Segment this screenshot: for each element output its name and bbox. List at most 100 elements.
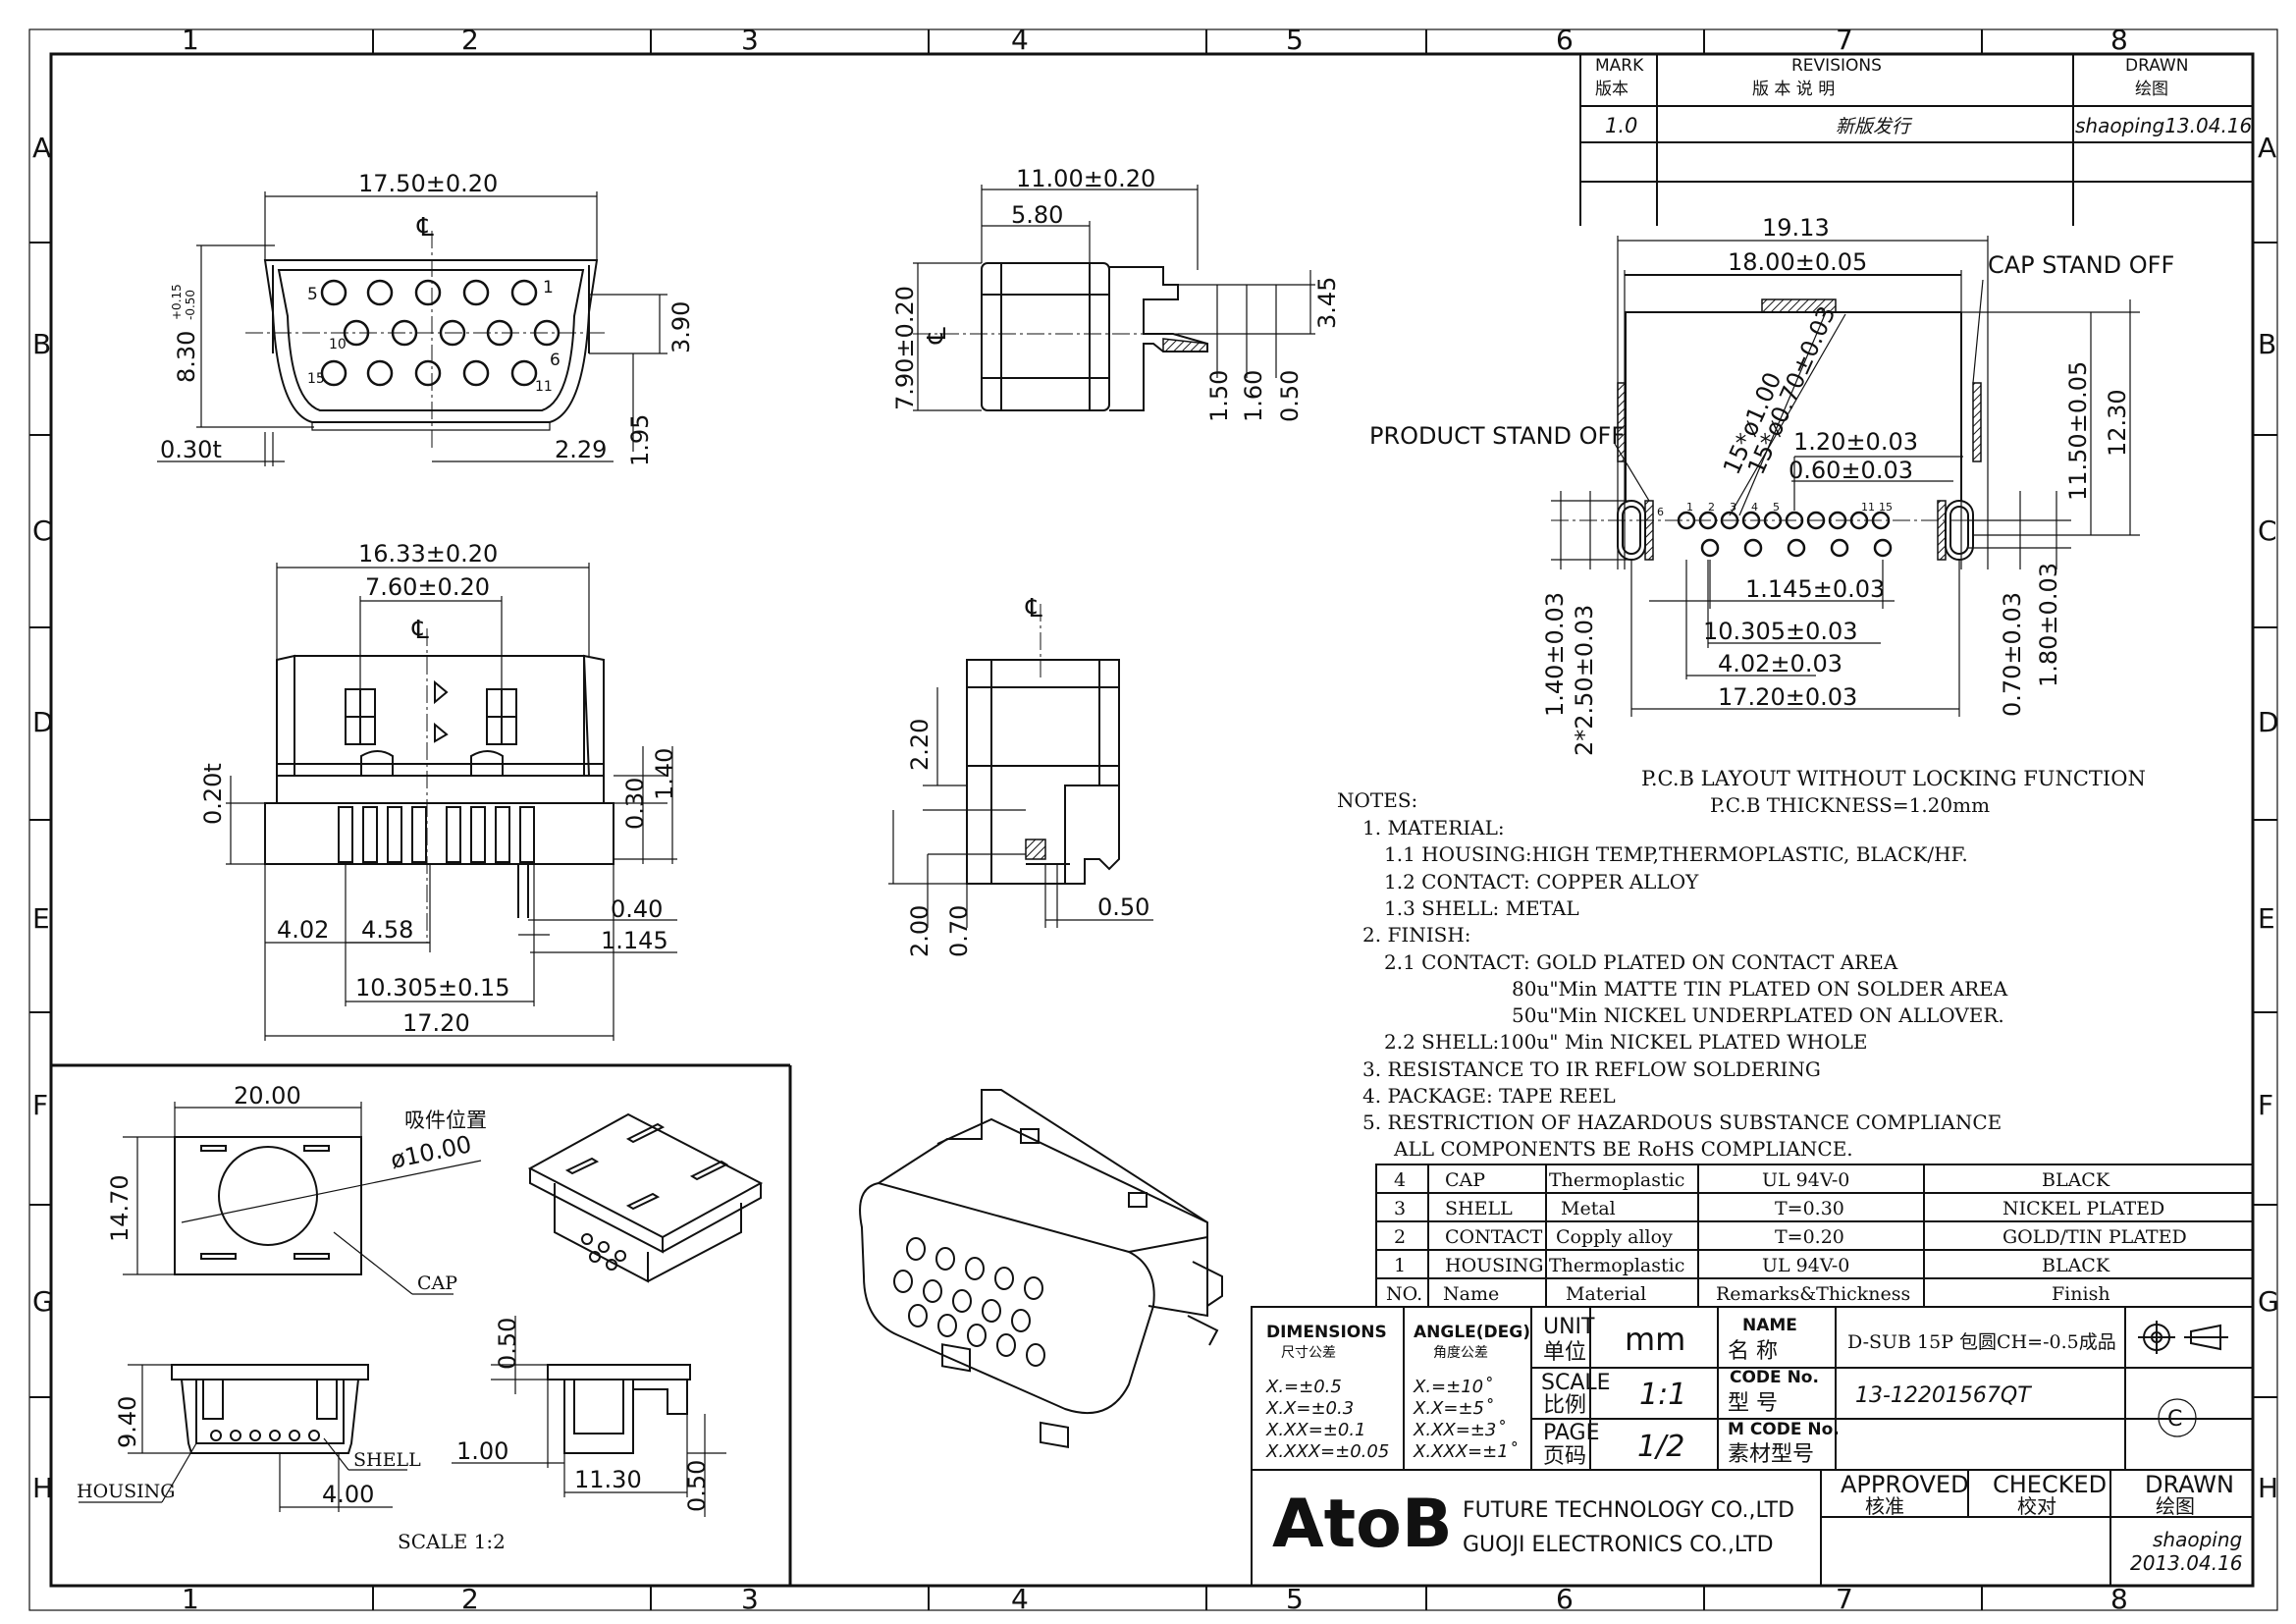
pcb-dim-11-50: 11.50±0.05 [2064,361,2092,501]
svg-text:CHECKED: CHECKED [1993,1471,2107,1498]
col-label: 6 [1556,1583,1574,1615]
rev-header-drawn: DRAWN [2125,56,2188,76]
svg-text:ANGLE(DEG): ANGLE(DEG) [1414,1323,1530,1342]
dim-10-305: 10.305±0.15 [355,974,510,1001]
pcb-dim-1-80: 1.80±0.03 [2035,563,2062,687]
svg-text:Remarks&Thickness: Remarks&Thickness [1716,1283,1910,1305]
svg-text:UL 94V-0: UL 94V-0 [1762,1255,1849,1276]
dim-4-58: 4.58 [361,916,413,944]
centerline-symbol: ℄ [416,213,434,243]
svg-text:11: 11 [1861,501,1875,514]
rev-description: 新版发行 [1836,116,1913,137]
row-label: B [2258,328,2276,360]
svg-text:页码: 页码 [1543,1444,1586,1469]
svg-text:+0.15: +0.15 [170,284,184,320]
pcb-dim-19-13: 19.13 [1762,214,1830,242]
product-stand-off-label: PRODUCT STAND OFF [1369,422,1625,450]
svg-text:CAP: CAP [1445,1169,1485,1191]
svg-text:核准: 核准 [1865,1494,1904,1518]
pin-holes [320,279,561,387]
row-label: G [32,1285,54,1318]
svg-text:1.3 SHELL: METAL: 1.3 SHELL: METAL [1384,896,1579,920]
svg-text:X.XX=±3˚: X.XX=±3˚ [1413,1420,1505,1440]
svg-text:PAGE: PAGE [1543,1421,1599,1445]
dim-offset: 2.29 [555,436,607,463]
svg-text:UNIT: UNIT [1543,1315,1595,1339]
side-view: ℄ 11.00±0.20 5.80 7.90±0.20 3.45 1.50 1.… [891,165,1341,422]
svg-text:℄: ℄ [1025,594,1042,623]
drawn-by: shaoping [2153,1528,2242,1551]
svg-text:C: C [2167,1407,2182,1432]
dim-2-20: 2.20 [906,719,934,771]
svg-text:Metal: Metal [1561,1198,1616,1219]
svg-text:NO.: NO. [1386,1283,1422,1305]
svg-text:型 号: 型 号 [1728,1391,1778,1416]
packaging-view: 20.00 14.70 吸件位置 ø10.00 CAP [51,1063,792,1586]
svg-text:X.XXX=±1˚: X.XXX=±1˚ [1413,1441,1518,1462]
svg-text:5: 5 [307,285,318,304]
unit-value: mm [1625,1321,1685,1358]
iso-pin-holes [893,1237,1045,1367]
svg-text:DIMENSIONS: DIMENSIONS [1266,1323,1387,1342]
pcb-layout: 19.13 18.00±0.05 CAP STAND OFF 11.50±0.0… [1369,214,2174,817]
col-label: 7 [1836,1583,1853,1615]
dim-2-00: 2.00 [906,905,934,957]
dim-inner-width: 7.60±0.20 [365,573,490,601]
svg-text:4. PACKAGE: TAPE REEL: 4. PACKAGE: TAPE REEL [1362,1084,1616,1108]
dim-body-width: 16.33±0.20 [358,540,498,568]
svg-text:2. FINISH:: 2. FINISH: [1362,923,1471,947]
svg-text:5: 5 [1773,501,1780,514]
housing-label: HOUSING [77,1481,175,1502]
svg-text:素材型号: 素材型号 [1728,1442,1814,1467]
svg-text:1. MATERIAL:: 1. MATERIAL: [1362,816,1505,839]
dim-depth: 11.00±0.20 [1016,165,1155,192]
rev-drawn: shaoping13.04.16 [2075,114,2252,137]
row-label: C [32,514,52,547]
dim-1-145: 1.145 [601,927,668,954]
notes-title: NOTES: [1337,788,1417,812]
svg-text:1.1 HOUSING:HIGH TEMP,THERMOPL: 1.1 HOUSING:HIGH TEMP,THERMOPLASTIC, BLA… [1384,842,1968,866]
col-label: 3 [741,1583,759,1615]
svg-text:1: 1 [543,278,554,298]
svg-text:绘图: 绘图 [2156,1494,2195,1518]
col-label: 5 [1286,1583,1304,1615]
pcb-dim-1-145: 1.145±0.03 [1745,575,1885,603]
svg-text:2.2 SHELL:100u" Min NICKEL PLA: 2.2 SHELL:100u" Min NICKEL PLATED WHOLE [1384,1030,1868,1054]
pcb-dim-2-50: 2*2.50±0.03 [1571,605,1598,756]
svg-text:比例: 比例 [1543,1393,1586,1418]
isometric-view [859,1089,1223,1449]
svg-text:11: 11 [535,379,553,395]
svg-text:Finish: Finish [2052,1283,2110,1305]
col-label: 6 [1556,24,1574,56]
svg-text:3: 3 [1730,501,1736,514]
pcb-dim-18-00: 18.00±0.05 [1728,248,1867,276]
svg-text:X.XXX=±0.05: X.XXX=±0.05 [1265,1441,1389,1462]
svg-text:NICKEL PLATED: NICKEL PLATED [2002,1198,2164,1219]
row-label: A [32,132,51,164]
dim-side-height: 7.90±0.20 [891,286,919,410]
col-label: 7 [1836,24,1853,56]
code-value: 13-12201567QT [1855,1383,2032,1408]
svg-text:1: 1 [1394,1255,1406,1276]
svg-text:GOLD/TIN PLATED: GOLD/TIN PLATED [2002,1226,2187,1248]
pcb-dim-1-40: 1.40±0.03 [1541,592,1569,717]
dim-5-80: 5.80 [1011,201,1063,229]
svg-text:15: 15 [307,371,325,387]
pcb-dim-0-70: 0.70±0.03 [1999,592,2026,717]
col-label: 4 [1011,1583,1029,1615]
row-label: A [2258,132,2276,164]
svg-text:CONTACT: CONTACT [1445,1226,1543,1248]
svg-text:2: 2 [1394,1226,1406,1248]
notes: NOTES: 1. MATERIAL: 1.1 HOUSING:HIGH TEM… [1337,788,2008,1161]
company-name-1: FUTURE TECHNOLOGY CO.,LTD [1463,1498,1794,1523]
svg-text:T=0.20: T=0.20 [1775,1226,1844,1248]
svg-text:M CODE No.: M CODE No. [1728,1420,1840,1439]
svg-text:NAME: NAME [1742,1316,1797,1335]
col-label: 2 [461,1583,479,1615]
svg-text:15: 15 [1879,501,1893,514]
svg-text:校对: 校对 [2017,1494,2056,1518]
svg-text:3: 3 [1394,1198,1406,1219]
svg-text:10: 10 [329,337,347,352]
pkg-dim-9-40: 9.40 [114,1396,141,1448]
end-view: ℄ 2.20 2.00 0.70 0.50 [888,594,1153,957]
